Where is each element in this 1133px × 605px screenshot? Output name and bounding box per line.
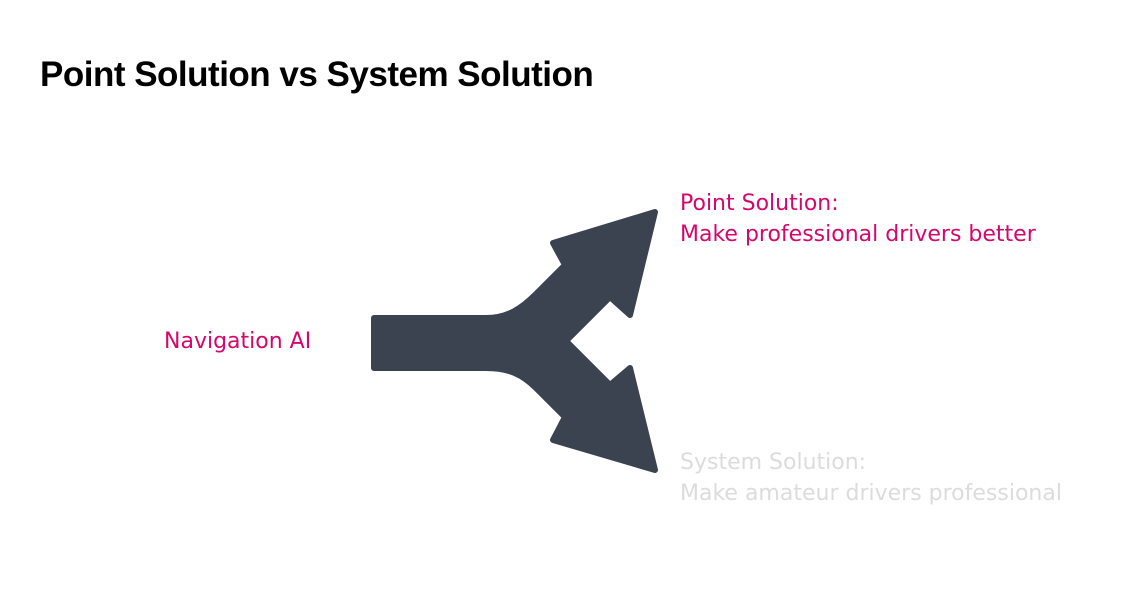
split-arrow-icon: [371, 209, 658, 473]
split-arrow-shape: [371, 209, 658, 473]
point-solution-heading: Point Solution:: [680, 191, 839, 216]
point-solution-description: Make professional drivers better: [680, 222, 1036, 247]
system-solution-label: System Solution: Make amateur drivers pr…: [680, 447, 1062, 509]
source-label: Navigation AI: [164, 329, 312, 354]
system-solution-heading: System Solution:: [680, 450, 867, 475]
slide-title: Point Solution vs System Solution: [40, 55, 594, 94]
point-solution-label: Point Solution: Make professional driver…: [680, 188, 1036, 250]
system-solution-description: Make amateur drivers professional: [680, 481, 1062, 506]
